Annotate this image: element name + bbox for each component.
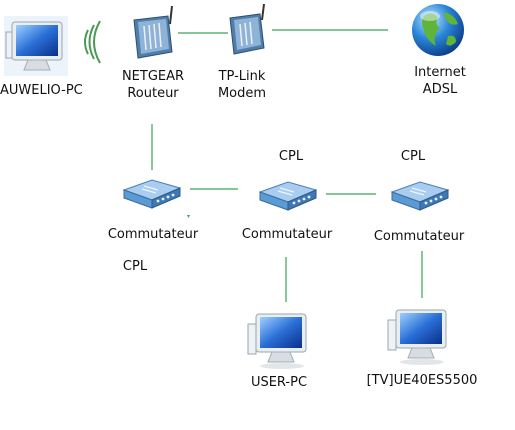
- node-internet[interactable]: [410, 2, 466, 58]
- node-tv[interactable]: [386, 308, 450, 366]
- node-switch2[interactable]: [254, 176, 320, 212]
- node-tplink[interactable]: [222, 3, 274, 58]
- switch-icon: [258, 181, 318, 211]
- label-switch1: Commutateur: [107, 227, 199, 242]
- label-tplink-line1: TP-Link: [218, 69, 266, 84]
- node-switch3[interactable]: [386, 176, 452, 212]
- tag-switch3: CPL: [400, 149, 426, 164]
- monitor-icon: [247, 313, 307, 369]
- label-tplink-line2: Modem: [217, 86, 267, 101]
- small-marker: [187, 215, 190, 218]
- node-user-pc[interactable]: [246, 312, 310, 370]
- label-pc-main: AUWELIO-PC: [0, 83, 83, 98]
- node-pc-main[interactable]: [4, 16, 68, 76]
- label-internet-line2: ADSL: [422, 82, 458, 97]
- label-user-pc: USER-PC: [250, 375, 308, 390]
- node-switch1[interactable]: [118, 174, 184, 210]
- label-switch3: Commutateur: [373, 229, 465, 244]
- router-icon: [229, 3, 265, 55]
- label-internet: Internet ADSL: [404, 64, 476, 98]
- label-tplink: TP-Link Modem: [206, 68, 278, 102]
- globe-icon: [412, 4, 464, 56]
- router-icon: [133, 5, 173, 59]
- label-netgear-line2: Routeur: [127, 86, 179, 101]
- label-internet-line1: Internet: [414, 65, 466, 80]
- label-tv: [TV]UE40ES5500: [366, 373, 478, 388]
- monitor-icon: [4, 16, 68, 76]
- switch-icon: [122, 179, 182, 209]
- label-netgear: NETGEAR Routeur: [120, 68, 186, 102]
- node-netgear[interactable]: [128, 5, 180, 62]
- label-switch2: Commutateur: [241, 227, 333, 242]
- wifi-signal-icon: [84, 20, 101, 64]
- tag-switch1: CPL: [122, 259, 148, 274]
- switch-icon: [390, 181, 450, 211]
- monitor-icon: [387, 309, 447, 365]
- label-netgear-line1: NETGEAR: [121, 69, 185, 84]
- tag-switch2: CPL: [278, 149, 304, 164]
